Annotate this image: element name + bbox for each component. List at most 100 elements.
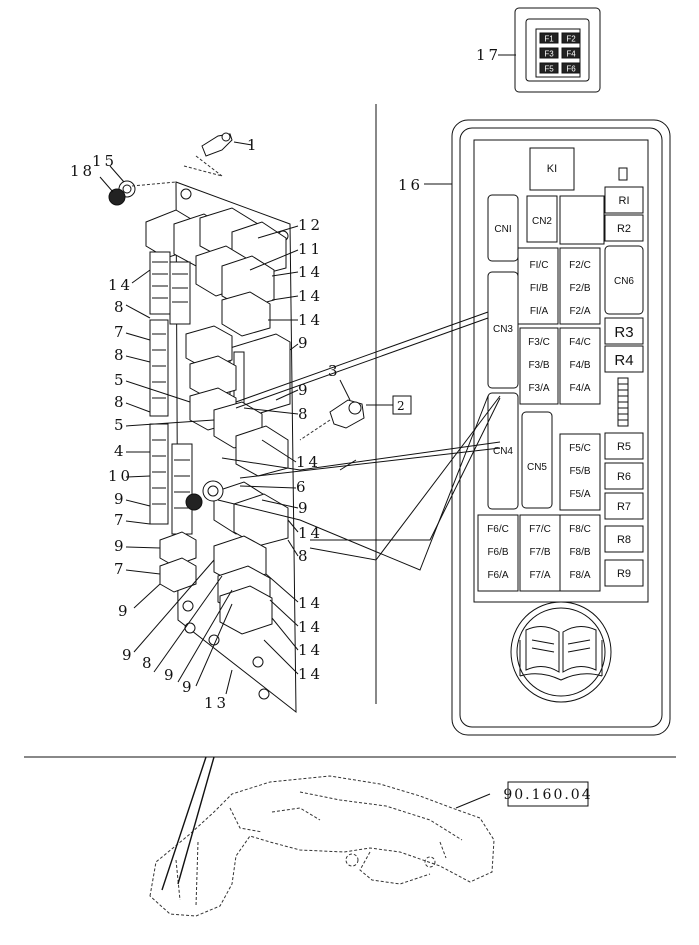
callout-14-f: 14 — [298, 524, 323, 542]
label-r2: R2 — [617, 223, 631, 235]
label-cn3: CN3 — [493, 324, 513, 335]
callout-4: 4 — [114, 442, 124, 460]
callout-14-h: 14 — [298, 618, 323, 636]
callout-11: 11 — [298, 240, 323, 258]
callout-12: 12 — [298, 216, 323, 234]
callout-14-e: 14 — [296, 453, 321, 471]
fuse-f7-a: F7/A — [529, 570, 550, 581]
callout-17: 17 — [476, 46, 501, 64]
callout-3: 3 — [328, 362, 338, 380]
callout-1: 1 — [247, 136, 257, 154]
mini-fuse-f4: F4 — [566, 50, 576, 59]
callout-5-b: 5 — [114, 416, 124, 434]
fuse-f2-b: F2/B — [569, 283, 590, 294]
callout-9-h: 9 — [298, 381, 308, 399]
mini-fuse-f5: F5 — [544, 65, 554, 74]
callout-8-f: 8 — [298, 547, 308, 565]
manual-book-icon — [510, 601, 612, 703]
reference-number: 90.160.04 — [503, 787, 592, 803]
fuse-f3-a: F3/A — [528, 383, 549, 394]
callout-16: 16 — [398, 176, 423, 194]
fuse-f1-b: FI/B — [530, 283, 549, 294]
fuse-f8-a: F8/A — [569, 570, 590, 581]
fuse-f8-b: F8/B — [569, 547, 590, 558]
fuse-f1-a: FI/A — [530, 306, 549, 317]
fuse-f6-c: F6/C — [487, 524, 509, 535]
mini-fuse-f2: F2 — [566, 35, 576, 44]
board-panel-link-lines — [217, 311, 501, 571]
label-r4: R4 — [614, 352, 633, 369]
callout-9-e: 9 — [164, 666, 174, 684]
label-r5: R5 — [617, 441, 631, 453]
fuse-f7-c: F7/C — [529, 524, 551, 535]
callout-9-f: 9 — [182, 678, 192, 696]
label-ri: RI — [619, 195, 630, 207]
fuse-f2-c: F2/C — [569, 260, 591, 271]
callout-10: 10 — [108, 467, 133, 485]
callout-14-c: 14 — [298, 287, 323, 305]
mini-fuse-f1: F1 — [544, 35, 554, 44]
label-r9: R9 — [617, 568, 631, 580]
fuse-f8-c: F8/C — [569, 524, 591, 535]
nut-and-washer — [108, 180, 136, 206]
callout-14-b: 14 — [298, 263, 323, 281]
standoff-part-1 — [201, 132, 233, 157]
callout-7-b: 7 — [114, 511, 124, 529]
fuse-f5-b: F5/B — [569, 466, 590, 477]
label-cn4: CN4 — [493, 446, 513, 457]
spacer-part-3 — [329, 399, 365, 429]
fuse-f4-c: F4/C — [569, 337, 591, 348]
mini-fuse-f6: F6 — [566, 65, 576, 74]
callout-8-d: 8 — [142, 654, 152, 672]
callout-8-e: 8 — [298, 405, 308, 423]
callout-14-d: 14 — [298, 311, 323, 329]
callout-9-a: 9 — [114, 490, 124, 508]
label-r3: R3 — [614, 324, 633, 341]
callout-15: 15 — [92, 152, 117, 170]
label-cn5: CN5 — [527, 462, 547, 473]
callout-14-i: 14 — [298, 641, 323, 659]
label-cn1: CNI — [494, 224, 511, 235]
fuse-f2-a: F2/A — [569, 306, 590, 317]
fuse-f6-b: F6/B — [487, 547, 508, 558]
label-ki: KI — [547, 163, 557, 175]
fuse-f4-b: F4/B — [569, 360, 590, 371]
callout-14-j: 14 — [298, 665, 323, 683]
callout-7-c: 7 — [114, 560, 124, 578]
callout-2: 2 — [397, 399, 405, 413]
callout-18: 18 — [70, 162, 95, 180]
fuse-f5-c: F5/C — [569, 443, 591, 454]
label-cn2: CN2 — [532, 216, 552, 227]
callout-9-g: 9 — [298, 334, 308, 352]
callout-8-b: 8 — [114, 346, 124, 364]
fuse-f6-a: F6/A — [487, 570, 508, 581]
callout-5-a: 5 — [114, 371, 124, 389]
callout-9-c: 9 — [118, 602, 128, 620]
callout-8-a: 8 — [114, 298, 124, 316]
reference-label-box — [507, 781, 589, 807]
callout-14-a: 14 — [108, 276, 133, 294]
label-cn6: CN6 — [614, 276, 634, 287]
cab-outline — [149, 775, 495, 917]
fuse-f3-c: F3/C — [528, 337, 550, 348]
label-r6: R6 — [617, 471, 631, 483]
mini-fuse-block: F1 F2 F3 F4 F5 F6 — [514, 7, 601, 93]
callout-7-a: 7 — [114, 323, 124, 341]
fuse-f3-b: F3/B — [528, 360, 549, 371]
callout-9-d: 9 — [122, 646, 132, 664]
callout-9-b: 9 — [114, 537, 124, 555]
callout-leader-lines — [125, 225, 299, 695]
fuse-f7-b: F7/B — [529, 547, 550, 558]
callout-9-i: 9 — [298, 499, 308, 517]
fuse-panel — [451, 119, 671, 736]
mini-fuse-f3: F3 — [544, 50, 554, 59]
callout-8-c: 8 — [114, 393, 124, 411]
fuse-f4-a: F4/A — [569, 383, 590, 394]
label-r7: R7 — [617, 501, 631, 513]
fuse-f1-c: FI/C — [530, 260, 549, 271]
fuse-f5-a: F5/A — [569, 489, 590, 500]
callout-6: 6 — [296, 478, 306, 496]
label-r8: R8 — [617, 534, 631, 546]
callout-13: 13 — [204, 694, 229, 712]
